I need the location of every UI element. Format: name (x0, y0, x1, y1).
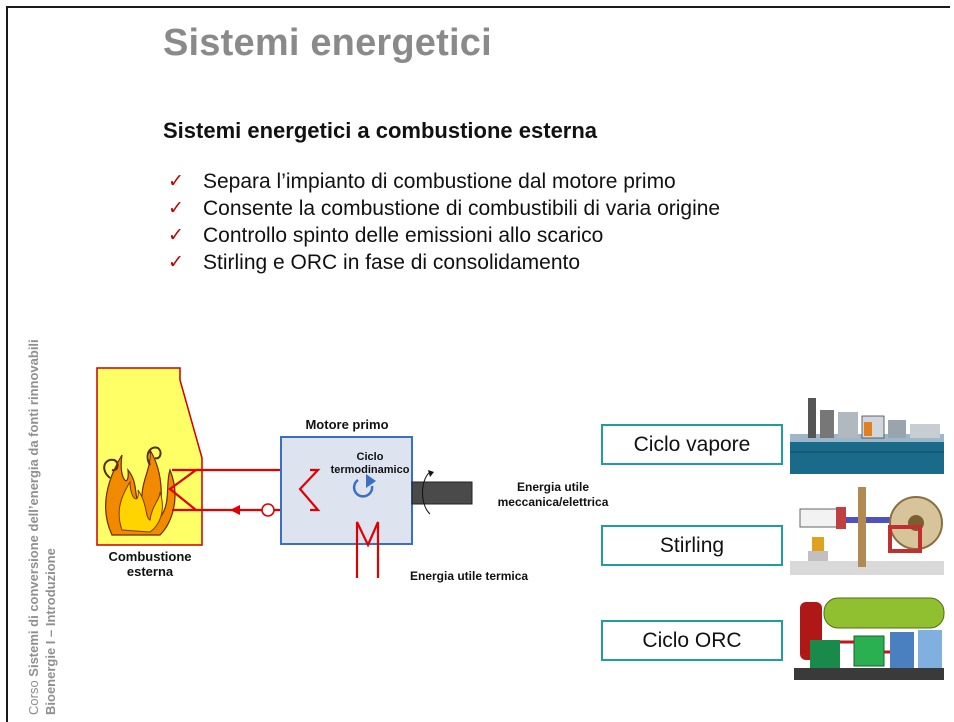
checkmark-icon: ✓ (168, 225, 184, 246)
bullet-list: ✓Separa l’impianto di combustione dal mo… (168, 168, 720, 276)
tech-steam-cycle: Ciclo vapore (601, 424, 783, 465)
engine-cold-coil (355, 521, 380, 578)
engine-hot-coil (298, 468, 321, 512)
slide-title: Sistemi energetici (163, 22, 492, 64)
bullet-item: ✓Stirling e ORC in fase di consolidament… (168, 251, 581, 274)
tech-orc-cycle: Ciclo ORC (601, 620, 783, 661)
bullet-item: ✓Separa l’impianto di combustione dal mo… (168, 170, 676, 193)
checkmark-icon: ✓ (168, 198, 184, 219)
cycle-arrow-icon (352, 478, 374, 498)
arrow-left-icon (230, 505, 240, 515)
cycle-arrowhead (366, 474, 376, 488)
tech-stirling: Stirling (601, 525, 783, 566)
cycle-label: Ciclo termodinamico (330, 451, 410, 476)
heat-exchanger-coil (168, 468, 200, 512)
slide-frame (6, 6, 950, 722)
mechanical-energy-label: Energia utile meccanica/elettrica (497, 480, 609, 509)
engine-title: Motore primo (305, 417, 389, 432)
pump-icon (261, 503, 275, 517)
bullet-item: ✓Controllo spinto delle emissioni allo s… (168, 224, 604, 247)
stirling-engine-illustration (790, 487, 944, 575)
thermal-energy-label: Energia utile termica (410, 569, 529, 583)
checkmark-icon: ✓ (168, 252, 184, 273)
steam-plant-illustration (790, 398, 944, 474)
output-shaft (411, 481, 473, 505)
section-heading: Sistemi energetici a combustione esterna (163, 118, 598, 143)
orc-plant-illustration (794, 597, 945, 680)
engine-box (280, 436, 413, 545)
bullet-item: ✓Consente la combustione di combustibili… (168, 197, 721, 220)
combustion-label: Combustione esterna (108, 549, 192, 579)
checkmark-icon: ✓ (168, 171, 184, 192)
flame-icon (103, 446, 176, 536)
rotation-arrow-icon (422, 471, 431, 515)
